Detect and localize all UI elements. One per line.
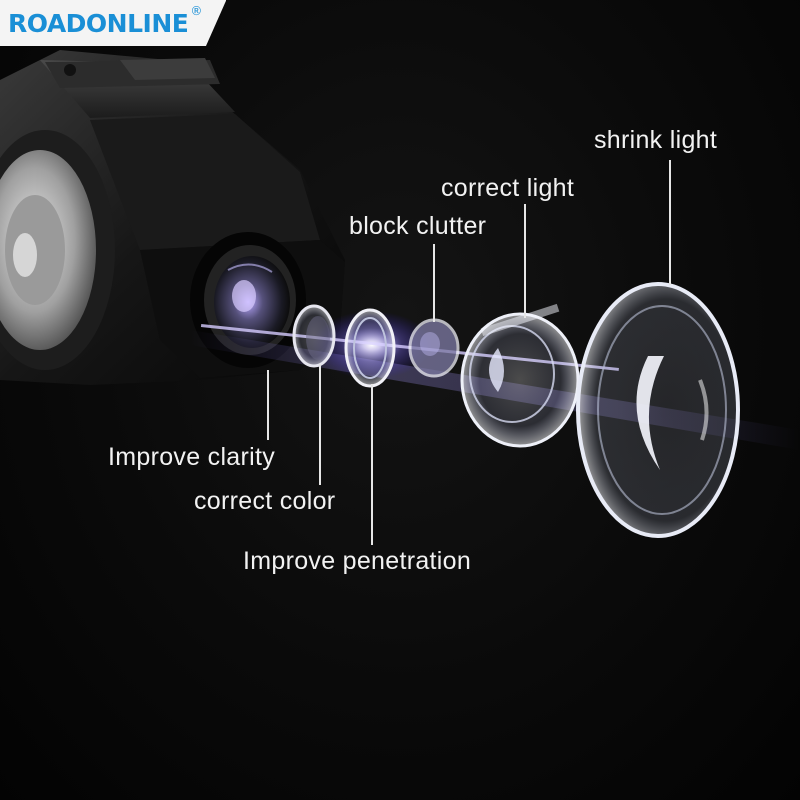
brand-logo: ROADONLINE ® bbox=[0, 0, 227, 46]
label-improve-clarity: Improve clarity bbox=[108, 443, 276, 471]
label-improve-penetration: Improve penetration bbox=[243, 547, 472, 575]
label-shrink-light: shrink light bbox=[594, 126, 718, 154]
label-block-clutter: block clutter bbox=[349, 212, 487, 240]
label-correct-light: correct light bbox=[441, 174, 575, 202]
lens-element-4 bbox=[460, 303, 580, 448]
lens-element-2 bbox=[344, 308, 396, 388]
brand-name: ROADONLINE bbox=[8, 8, 189, 38]
leader-lines bbox=[267, 160, 671, 545]
lens-element-3 bbox=[408, 318, 460, 378]
label-correct-color: correct color bbox=[194, 487, 336, 515]
lens-element-5 bbox=[576, 282, 740, 538]
lens-element-1 bbox=[292, 304, 336, 368]
registered-mark: ® bbox=[190, 4, 203, 18]
